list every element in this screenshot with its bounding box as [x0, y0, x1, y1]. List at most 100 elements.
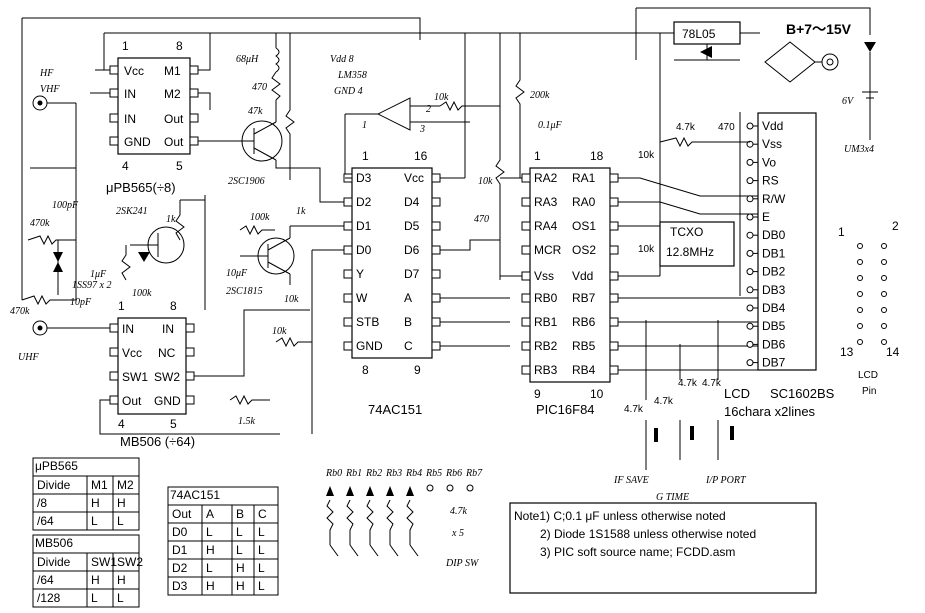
table-cell: /128	[37, 591, 61, 605]
pic-left-pin-6: RB1	[534, 315, 558, 329]
table-cell: H	[236, 579, 245, 593]
pic-caption: PIC16F84	[536, 402, 595, 417]
diode-label: 1SS97 x 2	[72, 280, 111, 291]
rb-label-4: Rb4	[405, 468, 422, 479]
opamp-lm358: Vdd 8 LM358 GND 4 1 2 3 10k 200k 0.1μF 1…	[330, 33, 563, 280]
opamp-pin1: 1	[362, 120, 367, 131]
lcd-conn-pin-dot	[881, 339, 887, 345]
upb565-pin8-label: 8	[176, 39, 183, 53]
g-time-switch[interactable]	[690, 426, 694, 440]
table-cell: /8	[37, 496, 47, 510]
opamp-pin2: 2	[426, 104, 431, 115]
upb565-m2: M2	[164, 87, 181, 101]
lcd-body	[757, 112, 817, 371]
table-cell: L	[91, 591, 98, 605]
mb506-vcc: Vcc	[122, 346, 142, 360]
lm358-label: LM358	[337, 70, 367, 81]
lcd-pin-7: DB1	[762, 246, 786, 260]
ip-port-label: I/P PORT	[705, 475, 747, 486]
lcd-conn-pin-dot	[881, 307, 887, 313]
pic-right-pin-2: OS1	[572, 219, 596, 233]
table-cell: D1	[172, 543, 188, 557]
sw-r3-label: 4.7k	[678, 378, 698, 389]
tcxo-box	[659, 221, 735, 267]
table-header-cell: M2	[117, 478, 134, 492]
rb-label-5: Rb5	[425, 468, 442, 479]
lcd-label: LCD	[724, 386, 750, 401]
c100pf-label: 100pF	[52, 200, 79, 211]
table-cell: L	[117, 514, 124, 528]
lcd-conn-pin-dot	[881, 243, 887, 249]
pic-pin1-label: 1	[534, 149, 541, 163]
table-cell: L	[206, 525, 213, 539]
sw-r4-label: 4.7k	[702, 378, 722, 389]
ac151-left-pin-3: D0	[356, 243, 372, 257]
lcd-pin-0: Vdd	[762, 119, 783, 133]
tcxo-freq: 12.8MHz	[666, 245, 714, 259]
pic-right-pin-6: RB6	[572, 315, 596, 329]
table-cell: L	[258, 579, 265, 593]
table-cell: L	[206, 561, 213, 575]
upb565-vcc: Vcc	[124, 64, 144, 78]
table-header-cell: SW2	[117, 555, 143, 569]
lcd-conn-pin-dot	[857, 259, 863, 265]
lcd-conn-pin-dot	[857, 275, 863, 281]
r47k-label: 47k	[248, 106, 263, 117]
table-title: μPB565	[35, 459, 78, 473]
ac151-left-pin-6: STB	[356, 315, 379, 329]
upb565-pin4-label: 4	[122, 159, 129, 173]
l68uh-label: 68μH	[236, 54, 259, 65]
table-cell: H	[236, 561, 245, 575]
mb506-in2: IN	[162, 322, 174, 336]
ac151-pin16-label: 16	[414, 149, 428, 163]
uhf-label: UHF	[18, 352, 39, 363]
table-cell: L	[236, 543, 243, 557]
ac151-right-pin-5: A	[404, 291, 412, 305]
pic-right-pin-0: RA1	[572, 171, 596, 185]
mb506-pin4-label: 4	[118, 417, 125, 431]
table-cell: L	[258, 525, 265, 539]
ac151-left-pin-7: GND	[356, 339, 383, 353]
lcd-desc: 16chara x2lines	[724, 404, 816, 419]
supply-label: B+7〜15V	[786, 21, 852, 37]
upb565-pin5-label: 5	[176, 159, 183, 173]
lcd-conn-pin-dot	[857, 243, 863, 249]
pic-left-pin-3: MCR	[534, 243, 562, 257]
lcd-pin-12: DB6	[762, 337, 786, 351]
ac151-pin9-label: 9	[414, 363, 421, 377]
lcd-conn-pin-dot	[857, 291, 863, 297]
table-header-cell: M1	[91, 478, 108, 492]
rb-label-7: Rb7	[465, 468, 483, 479]
ip-port-switch[interactable]	[730, 426, 734, 440]
mb506-out: Out	[122, 394, 142, 408]
rb-label-0: Rb0	[325, 468, 342, 479]
g-time-label: G TIME	[656, 492, 689, 503]
r470k-label: 470k	[30, 218, 50, 229]
r47ke-label: 4.7k	[676, 122, 696, 133]
if-save-label: IF SAVE	[613, 475, 649, 486]
q-2sc1815-label: 2SC1815	[226, 286, 263, 297]
mb506-sw1: SW1	[122, 370, 148, 384]
dip-sw-label: DIP SW	[445, 558, 480, 569]
ac151-right-pin-4: D7	[404, 267, 420, 281]
r10ka-label: 10k	[284, 294, 299, 305]
r100k2-label: 100k	[250, 212, 270, 223]
if-save-switch[interactable]	[654, 428, 658, 442]
ic-mb506: 1 8 4 5 IN Vcc SW1 Out IN NC SW2 GND MB5…	[99, 249, 345, 449]
ac151-right-pin-6: B	[404, 315, 412, 329]
table-header-cell: C	[258, 507, 267, 521]
upb565-pin1-label: 1	[122, 39, 129, 53]
upb565-m1: M1	[164, 64, 181, 78]
r10kd-label: 10k	[478, 176, 493, 187]
upb565-in1: IN	[124, 87, 136, 101]
ac151-right-pin-7: C	[404, 339, 413, 353]
amplifier-section: 68μH 470 47k 2SC1906 2SK241 1k 100k 100k…	[116, 33, 345, 310]
pic-left-pin-5: RB0	[534, 291, 558, 305]
r200k-label: 200k	[530, 90, 550, 101]
pic-right-pin-4: Vdd	[572, 269, 593, 283]
